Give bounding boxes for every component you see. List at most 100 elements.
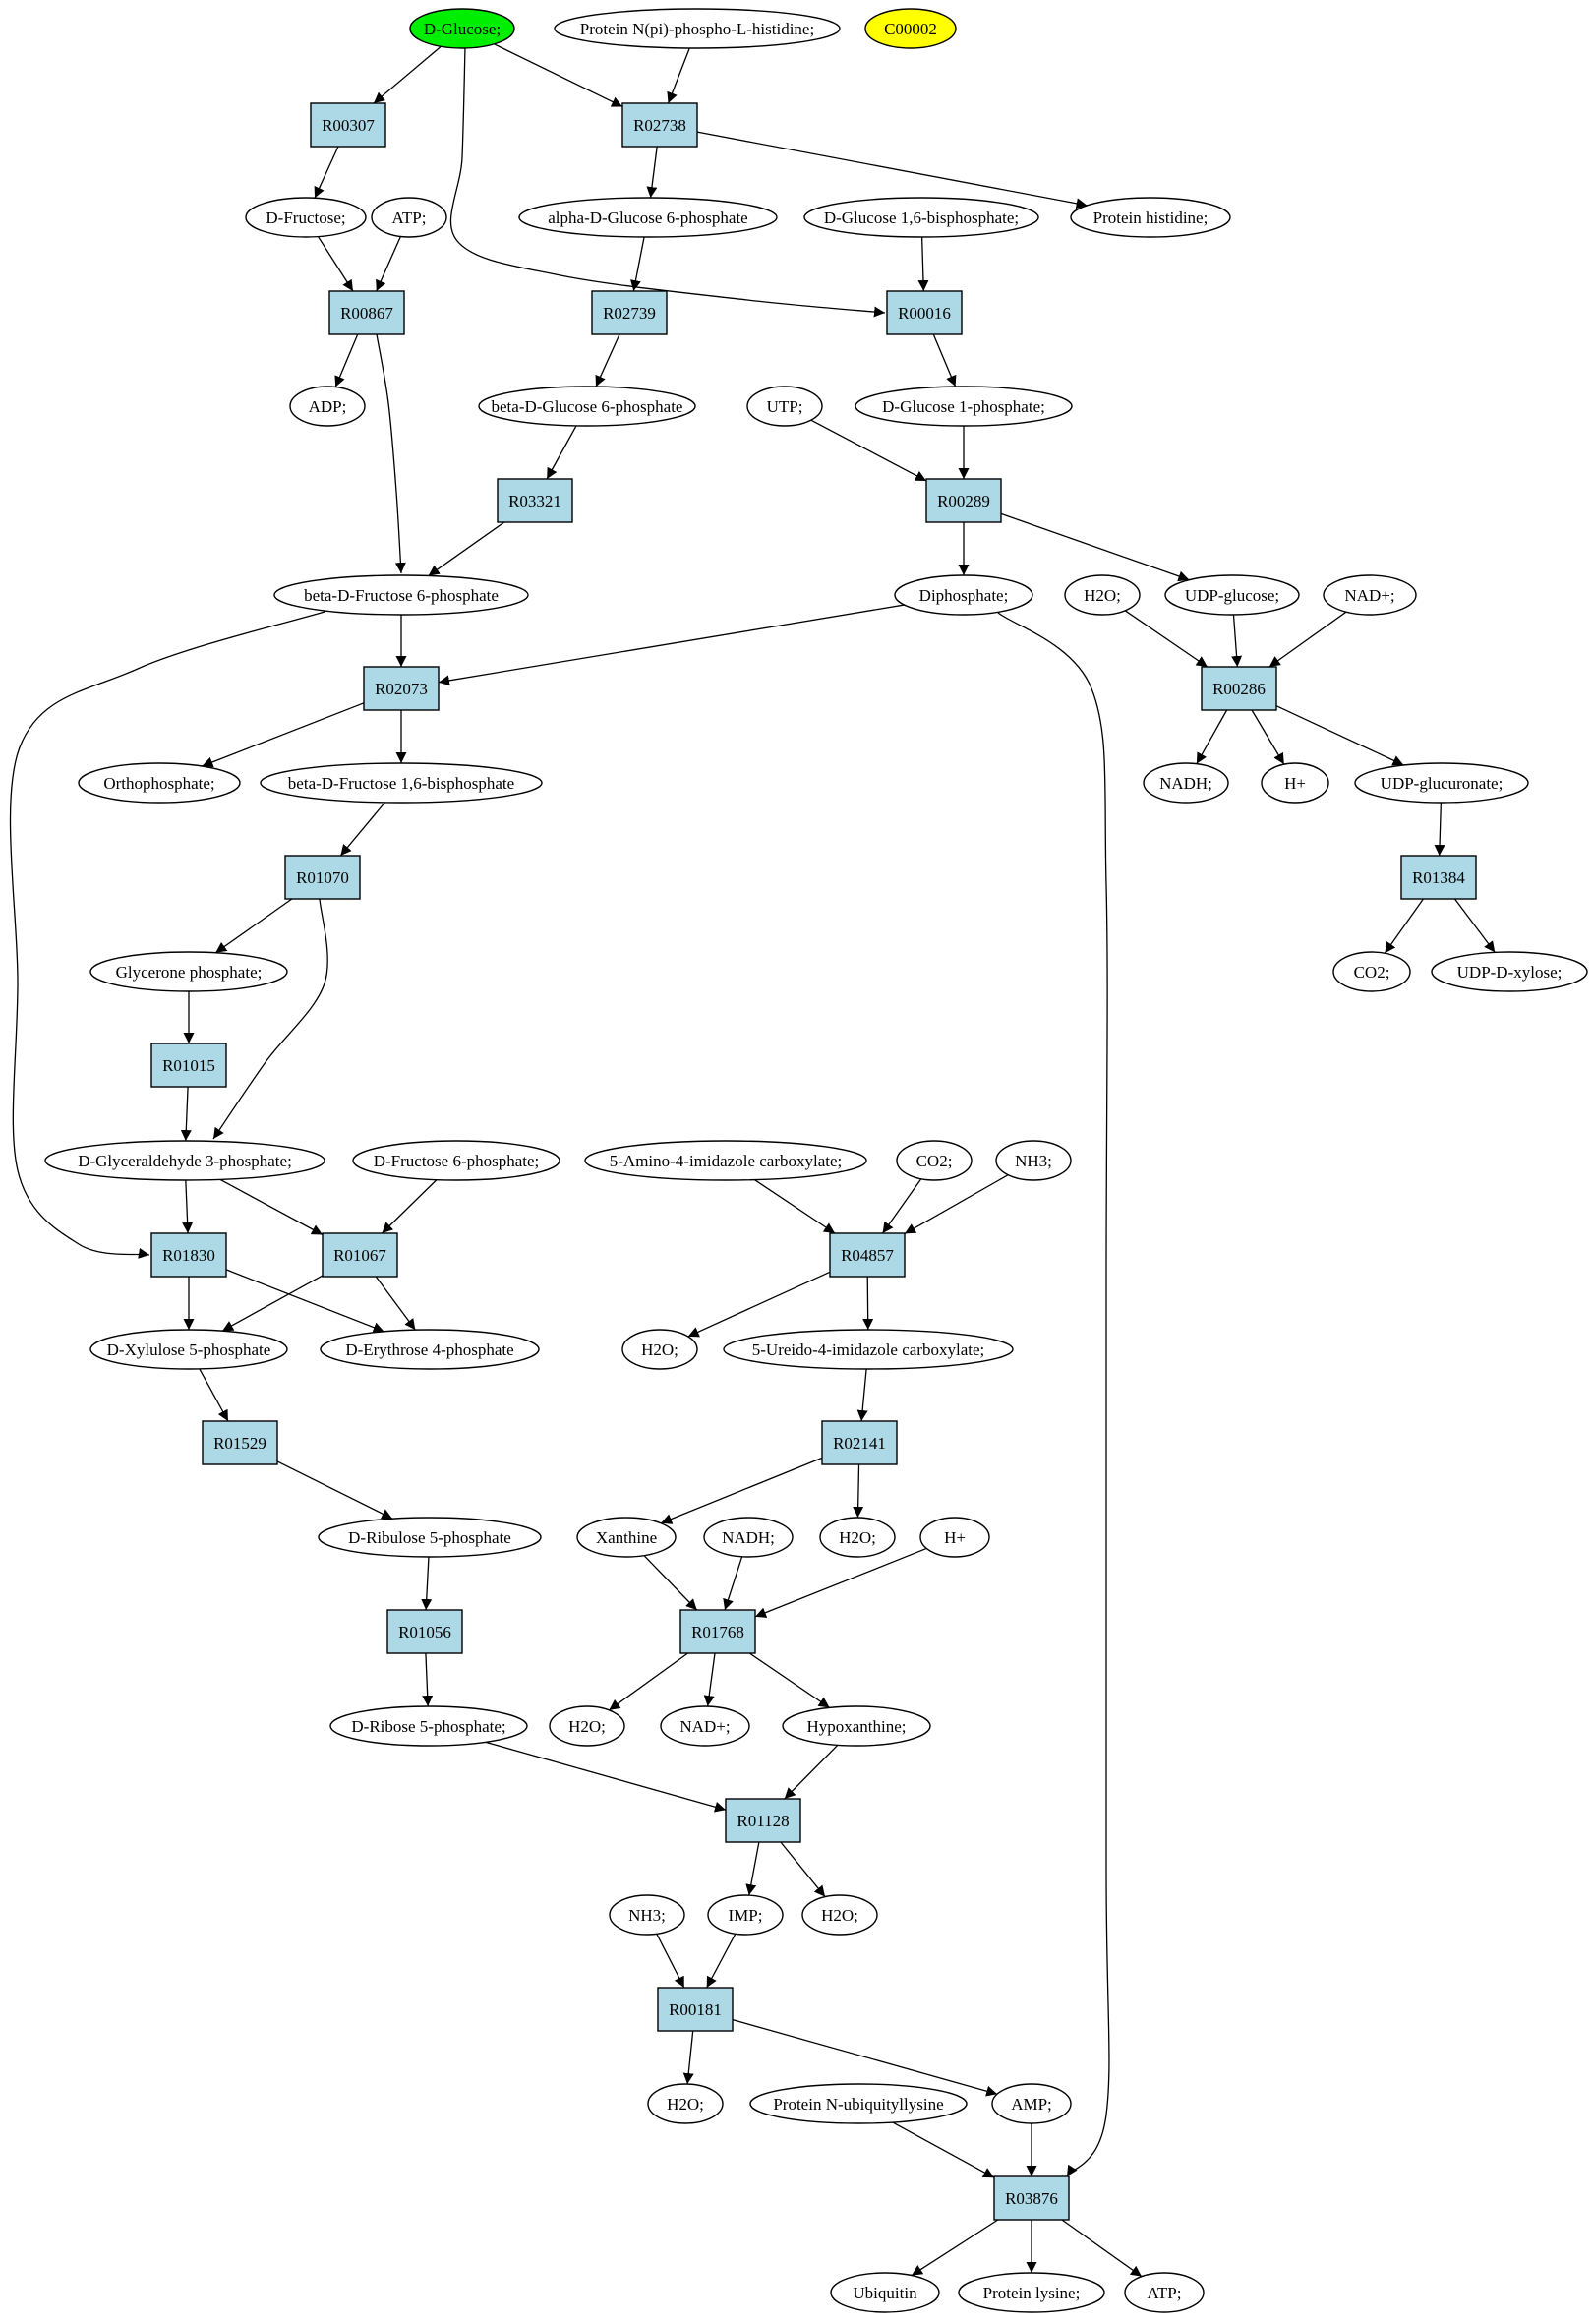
- edge-n-g3p-to-r01830: [182, 1179, 194, 1234]
- compound-node-n-f6p[interactable]: D-Fructose 6-phosphate;: [352, 1140, 560, 1181]
- compound-node-n-ureido[interactable]: 5-Ureido-4-imidazole carboxylate;: [723, 1329, 1014, 1370]
- compound-ellipse: [518, 197, 778, 238]
- node-label: R01015: [162, 1056, 215, 1075]
- node-label: R00307: [322, 116, 375, 135]
- compound-node-n-g16bp[interactable]: D-Glucose 1,6-bisphosphate;: [803, 197, 1039, 238]
- compound-node-n-nh3-a[interactable]: NH3;: [995, 1140, 1072, 1181]
- edge-n-nadh-b-to-r01768: [723, 1556, 743, 1611]
- compound-node-n-h2o-a[interactable]: H2O;: [1064, 574, 1141, 616]
- reaction-node-r02739[interactable]: R02739: [591, 290, 668, 335]
- reaction-node-r01830[interactable]: R01830: [150, 1232, 227, 1278]
- node-label: R00181: [669, 2000, 722, 2019]
- node-label: H+: [944, 1528, 966, 1547]
- node-label: ATP;: [1148, 2284, 1182, 2302]
- compound-node-n-c00002[interactable]: C00002: [864, 8, 957, 49]
- reaction-node-r01128[interactable]: R01128: [725, 1798, 801, 1843]
- compound-node-n-h2o-b[interactable]: H2O;: [621, 1329, 698, 1370]
- compound-node-n-fructose[interactable]: D-Fructose;: [245, 197, 367, 238]
- compound-node-n-utp[interactable]: UTP;: [746, 386, 823, 427]
- compound-node-n-nad-a[interactable]: NAD+;: [1323, 574, 1417, 616]
- edge-n-ureido-to-r02141: [856, 1368, 868, 1422]
- compound-node-n-atp2[interactable]: ATP;: [1124, 2272, 1205, 2313]
- compound-node-n-protein-lys[interactable]: Protein lysine;: [958, 2272, 1105, 2313]
- compound-node-n-co2-b[interactable]: CO2;: [896, 1140, 973, 1181]
- compound-node-n-hypoxanthine[interactable]: Hypoxanthine;: [782, 1705, 931, 1747]
- node-label: D-Glucose 1-phosphate;: [882, 397, 1045, 416]
- compound-node-n-xanthine[interactable]: Xanthine: [576, 1517, 677, 1558]
- compound-node-n-protein-nphospho[interactable]: Protein N(pi)-phospho-L-histidine;: [554, 8, 841, 49]
- compound-ellipse: [320, 1329, 540, 1370]
- edge-n-ribose5p-to-r01128: [485, 1741, 727, 1813]
- reaction-node-r03321[interactable]: R03321: [497, 478, 573, 523]
- compound-node-n-h2o-d[interactable]: H2O;: [549, 1705, 625, 1747]
- compound-node-n-h-b[interactable]: H+: [919, 1517, 990, 1558]
- compound-node-n-xylulose5p[interactable]: D-Xylulose 5-phosphate: [89, 1329, 288, 1370]
- compound-node-n-nadh-b[interactable]: NADH;: [703, 1517, 794, 1558]
- reaction-node-r00307[interactable]: R00307: [310, 102, 386, 148]
- node-label: R02141: [833, 1434, 886, 1453]
- node-label: H2O;: [568, 1717, 606, 1736]
- reaction-node-r02073[interactable]: R02073: [363, 666, 440, 711]
- edge-r01830-to-n-erythrose4p: [225, 1269, 384, 1333]
- compound-node-n-h2o-c[interactable]: H2O;: [819, 1517, 896, 1558]
- compound-node-n-co2-a[interactable]: CO2;: [1332, 951, 1411, 992]
- compound-node-n-orthophosphate[interactable]: Orthophosphate;: [78, 762, 241, 804]
- compound-node-n-glycerone-p[interactable]: Glycerone phosphate;: [89, 951, 288, 992]
- compound-node-n-udp-xylose[interactable]: UDP-D-xylose;: [1431, 951, 1588, 992]
- node-label: Ubiquitin: [853, 2284, 917, 2302]
- compound-node-n-protein-ubl[interactable]: Protein N-ubiquityllysine: [749, 2083, 968, 2124]
- compound-node-n-f16bp[interactable]: beta-D-Fructose 1,6-bisphosphate: [260, 762, 543, 804]
- reaction-node-r04857[interactable]: R04857: [829, 1232, 906, 1278]
- node-label: D-Glucose 1,6-bisphosphate;: [824, 209, 1019, 227]
- edge-r01768-to-n-h2o-d: [609, 1652, 688, 1711]
- compound-node-n-beta-f6p[interactable]: beta-D-Fructose 6-phosphate: [273, 574, 529, 616]
- node-label: NH3;: [1015, 1152, 1052, 1170]
- compound-node-n-ribulose5p[interactable]: D-Ribulose 5-phosphate: [318, 1517, 542, 1558]
- compound-node-n-glucose[interactable]: D-Glucose;: [409, 8, 515, 49]
- compound-node-n-ribose5p[interactable]: D-Ribose 5-phosphate;: [329, 1705, 528, 1747]
- compound-node-n-atp1[interactable]: ATP;: [371, 197, 447, 238]
- compound-node-n-beta-g6p[interactable]: beta-D-Glucose 6-phosphate: [478, 386, 696, 427]
- compound-node-n-udp-glucuronate[interactable]: UDP-glucuronate;: [1354, 762, 1529, 804]
- compound-node-n-erythrose4p[interactable]: D-Erythrose 4-phosphate: [320, 1329, 540, 1370]
- edge-r02738-to-n-protein-his: [696, 131, 1088, 209]
- reaction-node-r03876[interactable]: R03876: [993, 2175, 1070, 2221]
- reaction-node-r00289[interactable]: R00289: [925, 478, 1002, 523]
- compound-node-n-ubiquitin[interactable]: Ubiquitin: [830, 2272, 940, 2313]
- compound-node-n-nad-b[interactable]: NAD+;: [660, 1705, 750, 1747]
- compound-node-n-h2o-e[interactable]: H2O;: [801, 1894, 878, 1936]
- reaction-node-r01015[interactable]: R01015: [150, 1043, 227, 1088]
- reaction-node-r00016[interactable]: R00016: [886, 290, 963, 335]
- compound-ellipse: [352, 1140, 560, 1181]
- edge-r01128-to-n-h2o-e: [780, 1841, 826, 1898]
- compound-ellipse: [896, 1140, 973, 1181]
- reaction-node-r02738[interactable]: R02738: [621, 102, 698, 148]
- reaction-node-r01067[interactable]: R01067: [322, 1232, 398, 1278]
- compound-node-n-diphosphate[interactable]: Diphosphate;: [894, 574, 1033, 616]
- compound-node-n-amp[interactable]: AMP;: [991, 2083, 1072, 2124]
- compound-node-n-g1p[interactable]: D-Glucose 1-phosphate;: [855, 386, 1073, 427]
- compound-node-n-h-a[interactable]: H+: [1261, 762, 1329, 804]
- compound-node-n-protein-his[interactable]: Protein histidine;: [1070, 197, 1231, 238]
- node-label: CO2;: [1354, 963, 1390, 982]
- compound-node-n-udp-glucose[interactable]: UDP-glucose;: [1164, 574, 1300, 616]
- reaction-node-r01529[interactable]: R01529: [202, 1420, 278, 1465]
- compound-node-n-nadh-a[interactable]: NADH;: [1143, 762, 1229, 804]
- compound-node-n-adp[interactable]: ADP;: [289, 386, 366, 427]
- reaction-node-r01768[interactable]: R01768: [679, 1609, 756, 1654]
- compound-node-n-h2o-f[interactable]: H2O;: [647, 2083, 724, 2124]
- node-label: ATP;: [392, 209, 427, 227]
- compound-node-n-imp[interactable]: IMP;: [707, 1894, 784, 1936]
- reaction-node-r01070[interactable]: R01070: [284, 855, 361, 900]
- reaction-node-r00286[interactable]: R00286: [1201, 666, 1277, 711]
- reaction-node-r00181[interactable]: R00181: [657, 1987, 734, 2032]
- compound-node-n-nh3-b[interactable]: NH3;: [609, 1894, 685, 1936]
- reaction-node-r00867[interactable]: R00867: [328, 290, 405, 335]
- reaction-node-r02141[interactable]: R02141: [821, 1420, 898, 1465]
- compound-node-n-aica[interactable]: 5-Amino-4-imidazole carboxylate;: [584, 1140, 867, 1181]
- reaction-node-r01384[interactable]: R01384: [1400, 855, 1477, 900]
- edge-r00289-to-n-udp-glucose: [1000, 512, 1190, 582]
- compound-node-n-alpha-g6p[interactable]: alpha-D-Glucose 6-phosphate: [518, 197, 778, 238]
- compound-node-n-g3p[interactable]: D-Glyceraldehyde 3-phosphate;: [44, 1140, 325, 1181]
- reaction-node-r01056[interactable]: R01056: [386, 1609, 463, 1654]
